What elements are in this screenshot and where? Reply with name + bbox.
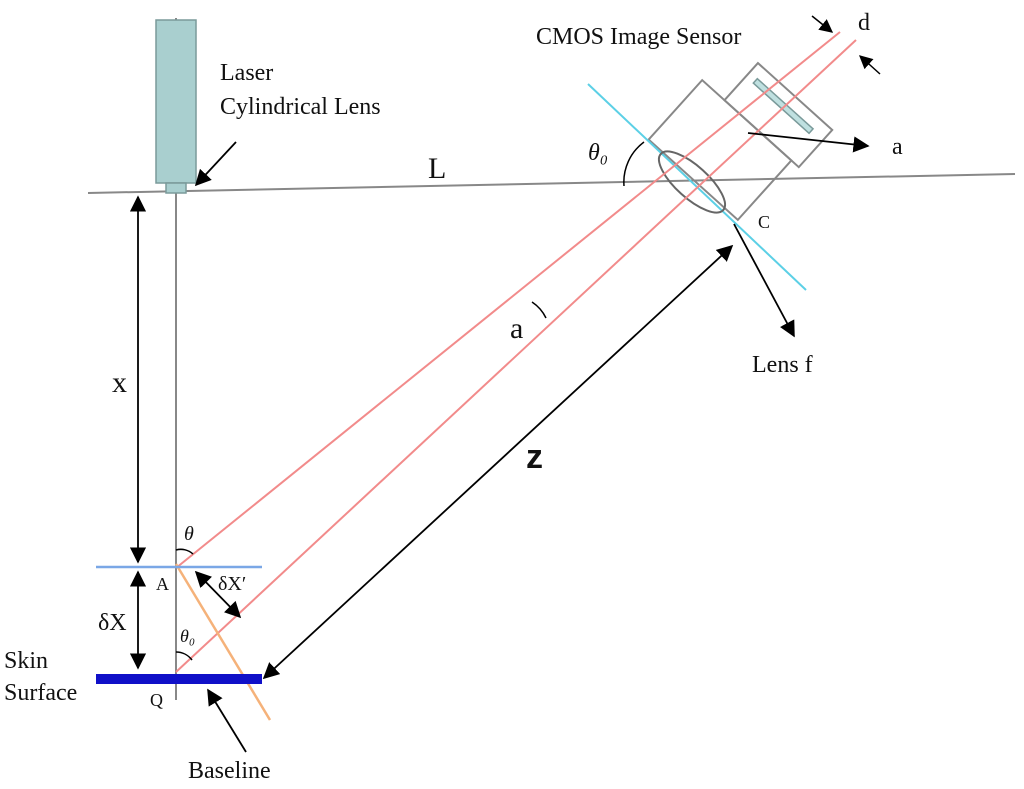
baseline-pointer <box>207 688 247 753</box>
skin-surface <box>96 674 262 684</box>
laser-body <box>155 19 197 184</box>
theta0-top-label: θ₀ <box>588 140 608 166</box>
dXprime-arrow <box>194 570 242 619</box>
cylindrical-lens-label: Cylindrical Lens <box>220 94 381 120</box>
a-right-label: a <box>892 134 903 160</box>
lens-f <box>658 150 726 214</box>
a-mid-arc <box>531 301 547 319</box>
skin-label: Skin <box>4 648 48 674</box>
z-dimension-arrow <box>262 244 734 680</box>
dX-label: δX <box>98 610 127 636</box>
lens-f-pointer <box>733 223 795 338</box>
theta0-bottom-arc <box>175 651 193 661</box>
x-label: x <box>112 366 127 399</box>
theta0-bottom-label: θ₀ <box>180 626 195 646</box>
lens-f-label: Lens f <box>752 352 813 378</box>
sensor-label: CMOS Image Sensor <box>536 24 741 50</box>
A-label: A <box>156 574 169 594</box>
laser-label: Laser <box>220 60 273 86</box>
L-label: L <box>428 152 446 185</box>
dXprime-label: δX′ <box>218 573 246 595</box>
camera-housing <box>647 61 834 222</box>
theta-arc <box>175 548 194 555</box>
baseline-label: Baseline <box>188 758 271 784</box>
a-mid-label: a <box>510 312 523 345</box>
Q-label: Q <box>150 690 163 710</box>
d-arrow-bottom <box>858 55 881 75</box>
d-label: d <box>858 10 870 36</box>
baseline-line <box>174 563 272 721</box>
z-label: z <box>526 438 543 476</box>
C-label: C <box>758 212 770 232</box>
laser-cylindrical-lens <box>165 182 187 194</box>
laser-lens-pointer <box>194 141 237 187</box>
d-arrow-top <box>811 15 834 33</box>
theta-label: θ <box>184 523 194 545</box>
reference-line-L <box>87 173 1016 194</box>
surface-label: Surface <box>4 680 77 706</box>
a-pointer <box>747 132 870 153</box>
theta0-top-arc <box>623 141 645 187</box>
